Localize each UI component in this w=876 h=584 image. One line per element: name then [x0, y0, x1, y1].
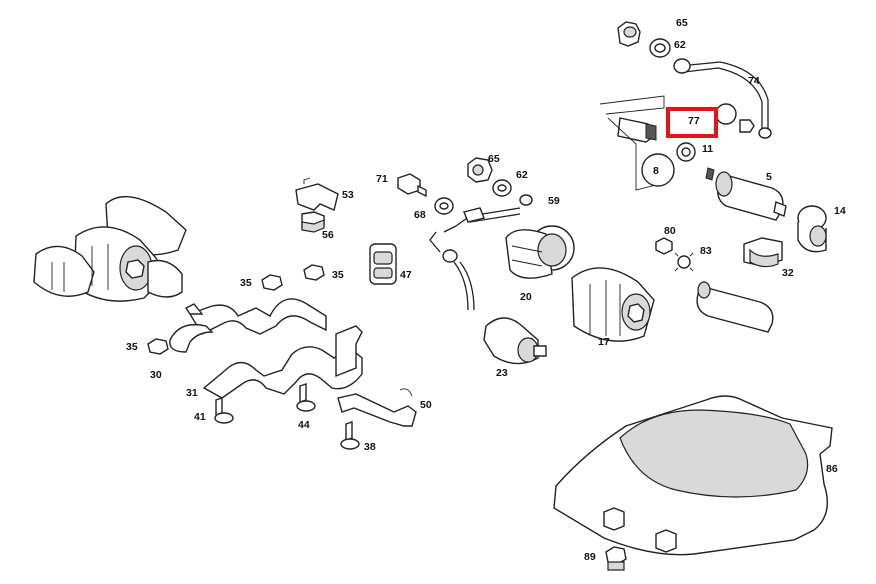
callout-35-a: 35	[240, 277, 252, 289]
part-35-nut-a[interactable]	[261, 274, 283, 291]
callout-31: 31	[186, 387, 198, 399]
part-8-filter-cover[interactable]	[641, 153, 675, 187]
part-71-banjo-bolt[interactable]	[397, 173, 427, 198]
part-65-nut-top[interactable]	[617, 21, 641, 47]
callout-23: 23	[496, 367, 508, 379]
part-89-nut[interactable]	[605, 546, 627, 571]
callout-35-c: 35	[126, 341, 138, 353]
part-pump-lower[interactable]	[696, 281, 774, 333]
part-5-fuel-pump[interactable]	[705, 167, 787, 221]
part-31-lower-clamp[interactable]	[202, 325, 363, 399]
part-47-cover[interactable]	[369, 243, 397, 285]
part-20-pump-clamp[interactable]	[505, 225, 575, 279]
callout-74: 74	[748, 75, 760, 87]
callout-47: 47	[400, 269, 412, 281]
callout-59: 59	[548, 195, 560, 207]
part-17-fuel-filter[interactable]	[571, 267, 655, 342]
part-56-bolt[interactable]	[301, 211, 325, 233]
part-35-nut-c[interactable]	[147, 338, 169, 355]
callout-80: 80	[664, 225, 676, 237]
part-32-rubber-mount[interactable]	[743, 237, 783, 268]
callout-50: 50	[420, 399, 432, 411]
callout-62-mid: 62	[516, 169, 528, 181]
part-62-washer-top[interactable]	[649, 38, 671, 58]
part-14-damper[interactable]	[797, 205, 827, 253]
callout-62: 62	[674, 39, 686, 51]
callout-53: 53	[342, 189, 354, 201]
callout-89: 89	[584, 551, 596, 563]
part-50-bracket[interactable]	[337, 388, 417, 427]
callout-8: 8	[653, 165, 659, 177]
part-80-nut[interactable]	[655, 237, 673, 255]
callout-44: 44	[298, 419, 310, 431]
callout-38: 38	[364, 441, 376, 453]
callout-30: 30	[150, 369, 162, 381]
part-44-bolt[interactable]	[296, 383, 316, 412]
callout-17: 17	[598, 336, 610, 348]
callout-83: 83	[700, 245, 712, 257]
part-68-washer[interactable]	[434, 197, 454, 215]
callout-86: 86	[826, 463, 838, 475]
part-38-bolt[interactable]	[340, 421, 360, 450]
callout-35-b: 35	[332, 269, 344, 281]
part-59-fuel-line[interactable]	[429, 194, 533, 311]
callout-5: 5	[766, 171, 772, 183]
part-11-fuel-pump-top[interactable]	[607, 117, 696, 191]
part-62-washer-mid[interactable]	[492, 179, 512, 197]
part-pump-set-left[interactable]	[33, 195, 187, 302]
part-23-accumulator[interactable]	[483, 317, 547, 365]
callout-14: 14	[834, 205, 846, 217]
part-35-nut-b[interactable]	[303, 264, 325, 281]
callout-56: 56	[322, 229, 334, 241]
part-74-fuel-line[interactable]	[673, 58, 772, 139]
callout-77[interactable]: 77	[688, 115, 700, 127]
callout-65-mid: 65	[488, 153, 500, 165]
part-53-bracket[interactable]	[295, 177, 339, 211]
callout-65: 65	[676, 17, 688, 29]
callout-32: 32	[782, 267, 794, 279]
part-86-skid-plate[interactable]	[553, 395, 833, 556]
part-83-lock-washer[interactable]	[674, 252, 694, 272]
callout-20: 20	[520, 291, 532, 303]
part-30-upper-clamp[interactable]	[169, 298, 327, 353]
callout-68: 68	[414, 209, 426, 221]
callout-71: 71	[376, 173, 388, 185]
part-41-bolt[interactable]	[214, 397, 234, 424]
highlight-box-77[interactable]	[666, 107, 718, 138]
callout-11: 11	[702, 143, 713, 155]
part-65-nut-mid[interactable]	[467, 157, 493, 183]
callout-41: 41	[194, 411, 206, 423]
